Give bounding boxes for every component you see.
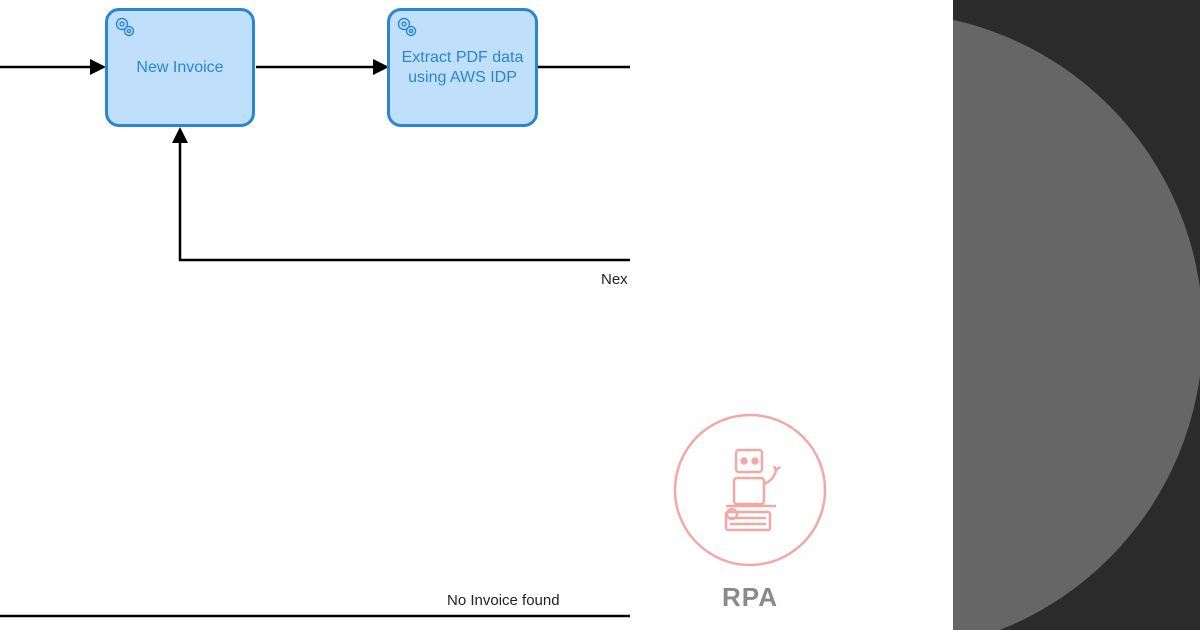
rpa-panel: RPA [630,0,953,630]
gear-icon [115,17,135,37]
task-new-invoice[interactable]: New Invoice [105,8,255,127]
edge-label-next: Nex [601,271,628,288]
connector-lines [0,59,630,618]
process-diagram: New Invoice Extract PDF data using AWS I… [0,8,630,618]
task-extract-pdf-data[interactable]: Extract PDF data using AWS IDP [387,8,538,127]
task-label: New Invoice [136,58,224,76]
decorative-circle [953,12,1200,630]
loop-back-connector [178,142,630,262]
dark-side-panel [953,0,1200,630]
robot-icon [673,413,827,567]
arrowhead [90,59,106,75]
task-label: Extract PDF data using AWS IDP [401,48,524,86]
arrowhead [172,127,188,143]
arrowhead [373,59,389,75]
edge-label-no-invoice: No Invoice found [447,592,560,609]
rpa-label: RPA [722,582,778,612]
gear-icon [397,17,417,37]
